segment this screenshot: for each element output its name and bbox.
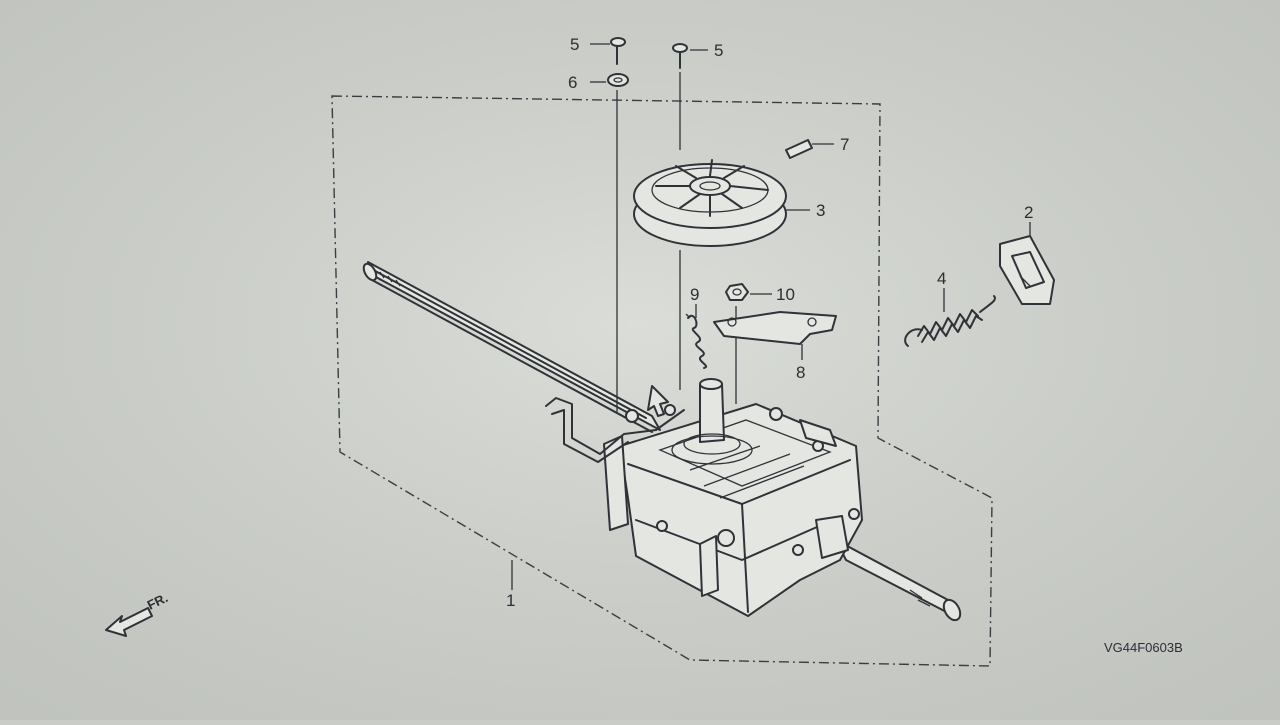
callout-5-left: 5: [570, 35, 579, 54]
transmission-housing: [603, 403, 863, 617]
callout-2: 2: [1024, 203, 1033, 222]
nut: [725, 283, 749, 301]
callout-9: 9: [690, 285, 699, 304]
spring-large: [904, 295, 996, 347]
shift-plate: [713, 311, 837, 345]
input-shaft: [671, 378, 753, 465]
callout-7: 7: [840, 135, 849, 154]
bolt-right: [672, 43, 688, 69]
figure-code: VG44F0603B: [1104, 640, 1183, 655]
callout-3: 3: [816, 201, 825, 220]
callout-5-right: 5: [714, 41, 723, 60]
shift-rod: [545, 385, 685, 463]
washer: [607, 73, 629, 87]
callout-4: 4: [937, 269, 946, 288]
front-direction-arrow-icon: [105, 607, 153, 637]
callout-1: 1: [506, 591, 515, 610]
callout-6: 6: [568, 73, 577, 92]
pulley: [633, 159, 787, 247]
assembly-boundary: [331, 95, 993, 667]
pin: [785, 139, 813, 159]
spring-small: [685, 313, 707, 369]
axle-shaft: [362, 261, 661, 433]
callout-10: 10: [776, 285, 795, 304]
bolt-left: [610, 37, 626, 65]
callout-8: 8: [796, 363, 805, 382]
